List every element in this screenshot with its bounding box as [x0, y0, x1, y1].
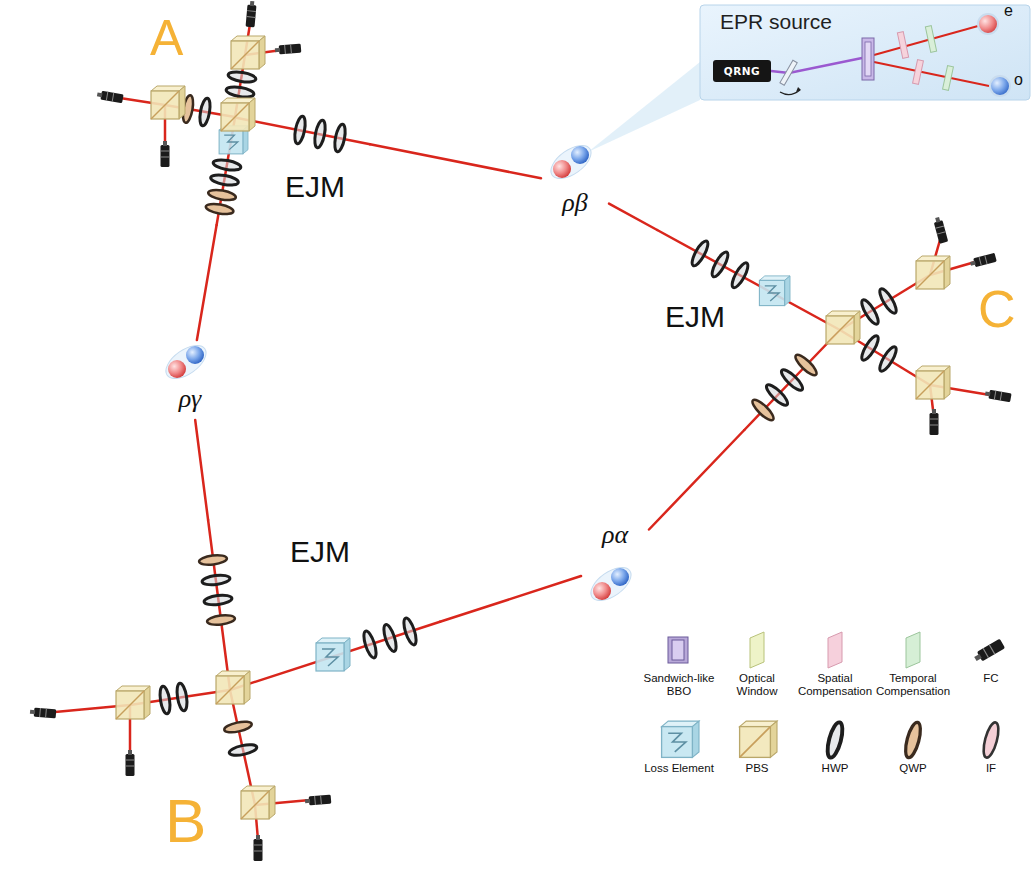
legend-item: Loss Element	[640, 762, 718, 775]
legend-text: Loss Element	[644, 762, 714, 774]
pair-envelope	[546, 140, 596, 184]
photon-pair-icon	[586, 562, 636, 606]
legend-text: Spatial Compensation	[798, 672, 872, 697]
legend-item: FC	[952, 672, 1030, 685]
entangled-state: ρβ	[541, 140, 609, 230]
legend-text: PBS	[745, 762, 768, 774]
source-inset: EPR sourceQRNG	[700, 5, 1030, 100]
port-label: o	[1014, 71, 1023, 89]
port-label: e	[1004, 2, 1013, 20]
photon-ball	[186, 346, 204, 364]
legend-text: Temporal Compensation	[876, 672, 950, 697]
legend-text: HWP	[822, 762, 849, 774]
legend-text: QWP	[899, 762, 926, 774]
beam-connector	[609, 204, 657, 230]
station: A EJM	[100, 10, 370, 225]
photon-ball	[571, 146, 589, 164]
legend-item: Spatial Compensation	[796, 672, 874, 698]
beam-connector	[197, 225, 217, 340]
station-letter: C	[978, 280, 1016, 340]
photon-ball	[593, 582, 611, 600]
legend-text: Optical Window	[737, 672, 778, 697]
photon-ball	[168, 360, 186, 378]
legend-item: Temporal Compensation	[874, 672, 952, 698]
qrng-box: QRNG	[713, 60, 771, 82]
beam-connector	[195, 420, 208, 520]
photon-ball	[611, 568, 629, 586]
station: C EJM	[650, 230, 1030, 430]
station-letter: B	[165, 785, 206, 856]
pair-envelope	[161, 340, 211, 384]
legend-text: IF	[986, 762, 996, 774]
beam-connector	[440, 576, 581, 622]
beam-connector	[649, 430, 744, 530]
legend-item: IF	[952, 762, 1030, 775]
legend-item: Sandwich-like BBO	[640, 672, 718, 698]
pair-envelope	[586, 562, 636, 606]
legend-text: FC	[983, 672, 998, 684]
photon-pair-icon	[161, 340, 211, 384]
inset-title: EPR source	[720, 10, 832, 34]
photon-pair-icon	[546, 140, 596, 184]
legend-item: PBS	[718, 762, 796, 775]
station: B EJM	[20, 520, 440, 860]
legend-item: Optical Window	[718, 672, 796, 698]
measurement-label: EJM	[290, 535, 350, 570]
station-letter: A	[150, 10, 183, 68]
beam-path	[744, 330, 840, 430]
state-label: ρα	[581, 520, 649, 550]
device-label: QRNG	[724, 65, 760, 77]
legend-text: Sandwich-like BBO	[644, 672, 715, 697]
state-label: ργ	[156, 384, 224, 414]
photon-ball	[553, 160, 571, 178]
legend-item: QWP	[874, 762, 952, 775]
beam-connector	[370, 144, 541, 178]
entangled-state: ρα	[581, 520, 649, 610]
entangled-state: ργ	[156, 340, 224, 420]
state-label: ρβ	[541, 188, 609, 218]
measurement-label: EJM	[285, 170, 345, 205]
measurement-label: EJM	[665, 300, 725, 335]
legend-item: HWP	[796, 762, 874, 775]
